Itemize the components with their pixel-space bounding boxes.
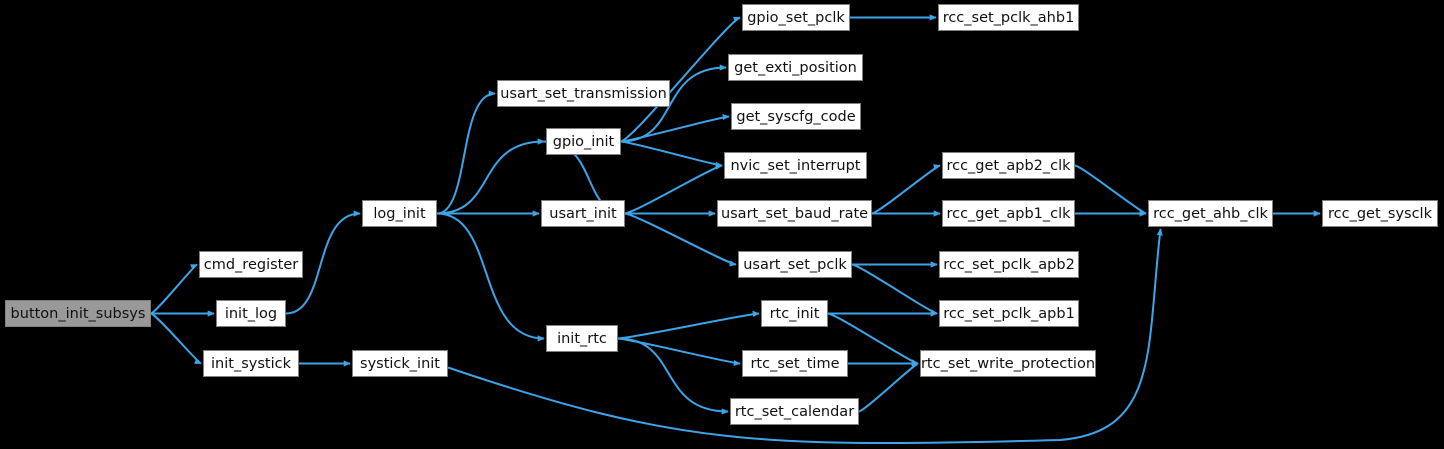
graph-edge-button_init_subsys-to-init_systick [150,312,202,365]
graph-node-log_init[interactable]: log_init [362,200,437,227]
graph-node-gpio_init[interactable]: gpio_init [546,128,621,155]
graph-node-rcc_get_ahb_clk[interactable]: rcc_get_ahb_clk [1148,200,1273,227]
graph-edge-usart_init-to-nvic_set_interrupt [624,163,723,215]
graph-node-rtc_set_time[interactable]: rtc_set_time [742,350,848,377]
graph-node-label: get_syscfg_code [736,108,856,125]
graph-edge-usart_init-to-usart_set_pclk [624,212,737,267]
graph-node-label: rtc_set_time [750,355,840,372]
graph-node-label: rcc_set_pclk_apb2 [943,256,1075,273]
graph-edge-log_init-to-init_rtc [436,212,545,342]
graph-node-rcc_set_pclk_ahb1[interactable]: rcc_set_pclk_ahb1 [938,4,1079,31]
graph-node-button_init_subsys[interactable]: button_init_subsys [5,300,151,327]
graph-edge-button_init_subsys-to-cmd_register [150,263,198,315]
graph-node-usart_set_transmission[interactable]: usart_set_transmission [497,80,670,107]
graph-node-label: usart_init [549,205,617,222]
graph-node-label: nvic_set_interrupt [730,157,861,174]
graph-node-label: rcc_get_ahb_clk [1153,205,1268,222]
graph-edge-gpio_init-to-gpio_set_pclk [620,16,741,143]
graph-node-label: rcc_set_pclk_apb1 [943,305,1075,322]
graph-edge-init_log-to-log_init [285,210,361,315]
graph-node-rcc_get_apb1_clk[interactable]: rcc_get_apb1_clk [942,200,1075,227]
graph-node-nvic_set_interrupt[interactable]: nvic_set_interrupt [724,152,867,179]
graph-node-get_syscfg_code[interactable]: get_syscfg_code [731,103,861,130]
graph-node-rcc_set_pclk_apb2[interactable]: rcc_set_pclk_apb2 [939,251,1079,278]
graph-node-cmd_register[interactable]: cmd_register [199,251,303,278]
graph-node-label: init_rtc [557,330,607,347]
graph-node-label: rtc_init [769,305,820,322]
graph-node-rcc_set_pclk_apb1[interactable]: rcc_set_pclk_apb1 [939,300,1079,327]
graph-node-label: gpio_set_pclk [747,9,845,26]
graph-edge-gpio_init-to-nvic_set_interrupt [620,140,723,169]
graph-node-label: rcc_get_apb2_clk [946,157,1071,174]
graph-node-gpio_set_pclk[interactable]: gpio_set_pclk [742,4,850,31]
graph-edge-log_init-to-gpio_init [436,138,545,215]
graph-node-label: usart_set_transmission [500,85,667,102]
graph-node-rcc_get_sysclk[interactable]: rcc_get_sysclk [1322,200,1438,227]
graph-node-label: cmd_register [203,256,299,273]
graph-node-usart_init[interactable]: usart_init [541,200,625,227]
graph-node-init_systick[interactable]: init_systick [203,350,299,377]
graph-node-label: usart_set_pclk [743,256,847,273]
graph-node-label: button_init_subsys [10,305,146,322]
graph-edge-usart_set_baud_rate-to-rcc_get_apb2_clk [871,164,941,215]
graph-node-label: rcc_get_sysclk [1328,205,1432,222]
graph-node-label: init_systick [211,355,291,372]
graph-node-label: rtc_set_calendar [734,403,855,420]
graph-node-label: get_exti_position [734,59,857,76]
graph-node-usart_set_pclk[interactable]: usart_set_pclk [738,251,852,278]
graph-edge-usart_set_pclk-to-rcc_set_pclk_apb1 [851,263,938,316]
graph-node-init_rtc[interactable]: init_rtc [546,325,618,352]
graph-edge-gpio_init-to-get_syscfg_code [620,113,730,143]
graph-edge-rcc_get_apb2_clk-to-rcc_get_ahb_clk [1074,164,1147,215]
graph-node-rcc_get_apb2_clk[interactable]: rcc_get_apb2_clk [942,152,1075,179]
graph-node-label: rtc_set_write_protection [920,355,1096,372]
graph-edge-rtc_set_calendar-to-rtc_set_write_protection [858,362,919,413]
graph-edge-log_init-to-usart_set_transmission [436,90,496,215]
graph-node-rtc_init[interactable]: rtc_init [761,300,828,327]
graph-node-label: gpio_init [552,133,615,150]
graph-node-label: init_log [224,305,278,322]
graph-node-label: systick_init [360,355,440,372]
graph-node-label: rcc_get_apb1_clk [946,205,1071,222]
graph-node-usart_set_baud_rate[interactable]: usart_set_baud_rate [717,200,872,227]
graph-node-rtc_set_calendar[interactable]: rtc_set_calendar [730,398,859,425]
graph-edge-init_rtc-to-rtc_init [617,310,760,340]
graph-node-init_log[interactable]: init_log [216,300,286,327]
graph-node-label: log_init [373,205,426,222]
graph-edge-init_rtc-to-rtc_set_calendar [617,337,729,415]
graph-node-label: usart_set_baud_rate [720,205,869,222]
graph-node-label: rcc_set_pclk_ahb1 [942,9,1075,26]
graph-node-get_exti_position[interactable]: get_exti_position [728,54,863,81]
graph-edge-systick_init-to-rcc_get_ahb_clk [447,228,1163,445]
graph-node-systick_init[interactable]: systick_init [352,350,448,377]
graph-node-rtc_set_write_protection[interactable]: rtc_set_write_protection [920,350,1096,377]
